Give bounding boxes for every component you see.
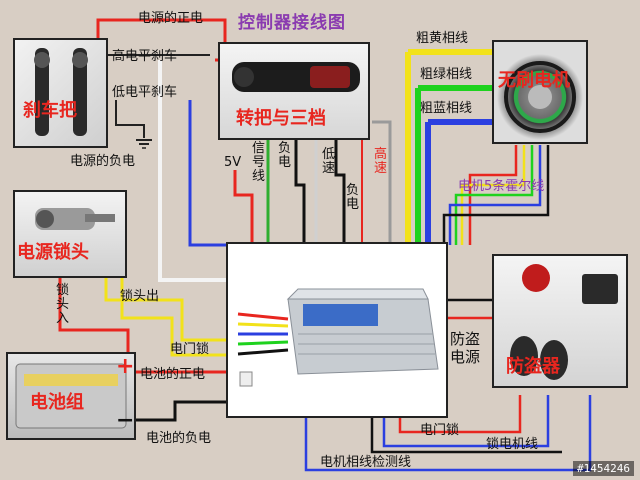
key-lock-icon xyxy=(35,208,115,230)
alarm-icon xyxy=(510,264,618,380)
power-lock-photo: 电源锁头 xyxy=(13,190,127,278)
brake-lever-icon xyxy=(34,48,88,136)
label-low-brake: 低电平刹车 xyxy=(112,85,178,100)
label-thick-green: 粗绿相线 xyxy=(420,67,473,82)
label-power-negative: 电源的负电 xyxy=(70,154,136,169)
label-negative-2: 负电 xyxy=(346,183,360,212)
motor-caption: 无刷电机 xyxy=(498,70,570,91)
battery-icon xyxy=(15,363,127,429)
label-thick-blue: 粗蓝相线 xyxy=(420,101,473,116)
motor-icon xyxy=(504,61,576,133)
label-ignition-2: 电门锁 xyxy=(420,423,460,438)
motor-photo: 无刷电机 xyxy=(492,40,588,144)
throttle-caption: 转把与三档 xyxy=(236,108,326,129)
battery-plus-sign: + xyxy=(116,354,135,379)
label-phase-detect: 电机相线检测线 xyxy=(320,455,412,470)
label-high-brake: 高电平刹车 xyxy=(112,49,178,64)
label-antitheft-power: 防盗电源 xyxy=(450,330,481,366)
label-battery-negative: 电池的负电 xyxy=(146,431,212,446)
label-5v: 5V xyxy=(224,155,242,170)
alarm-caption: 防盗器 xyxy=(506,356,560,377)
label-ignition: 电门锁 xyxy=(170,342,210,357)
label-hall-lines: 电机5条霍尔线 xyxy=(458,179,545,194)
label-lock-motor-line: 锁电机线 xyxy=(486,437,539,452)
power-lock-caption: 电源锁头 xyxy=(17,242,89,263)
label-negative: 负电 xyxy=(278,141,292,170)
label-high-speed: 高速 xyxy=(374,147,388,176)
controller-photo xyxy=(226,242,448,418)
label-battery-positive: 电池的正电 xyxy=(140,367,206,382)
label-signal-line: 信号线 xyxy=(252,141,266,184)
label-lock-out: 锁头出 xyxy=(120,289,160,304)
label-lock-in: 锁头入 xyxy=(56,283,70,326)
controller-icon xyxy=(237,288,439,387)
battery-minus-sign: − xyxy=(116,408,135,433)
brake-lever-caption: 刹车把 xyxy=(23,100,77,121)
watermark: #1454246 xyxy=(573,461,634,476)
label-power-positive: 电源的正电 xyxy=(138,11,204,26)
battery-pack-photo: 电池组 + − xyxy=(6,352,136,440)
label-thick-yellow: 粗黄相线 xyxy=(416,31,469,46)
label-low-speed: 低速 xyxy=(322,147,336,176)
diagram-title: 控制器接线图 xyxy=(238,13,346,33)
throttle-photo: 转把与三档 xyxy=(218,42,370,140)
alarm-photo: 防盗器 xyxy=(492,254,628,388)
throttle-icon xyxy=(232,62,360,92)
battery-caption: 电池组 xyxy=(30,392,84,413)
brake-lever-photo: 刹车把 xyxy=(13,38,108,148)
